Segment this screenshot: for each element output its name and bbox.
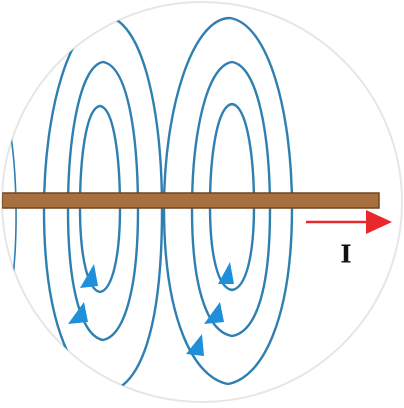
field-arrow-left-middle (68, 302, 88, 324)
field-arrow-right-inner (218, 262, 234, 284)
field-arrow-left-inner (80, 264, 98, 288)
field-line-right-middle (190, 60, 272, 338)
current-arrow-head (366, 210, 392, 234)
current-label: I (340, 239, 351, 268)
field-line-left-middle (66, 60, 140, 342)
field-loops-right (162, 16, 294, 386)
field-line-right-outer (162, 16, 294, 386)
field-line-left-inner (78, 104, 122, 294)
current-carrying-wire (2, 192, 380, 209)
field-arrow-right-middle (204, 302, 224, 324)
field-line-right-inner (208, 102, 256, 292)
field-arrow-right-outer (186, 334, 204, 356)
